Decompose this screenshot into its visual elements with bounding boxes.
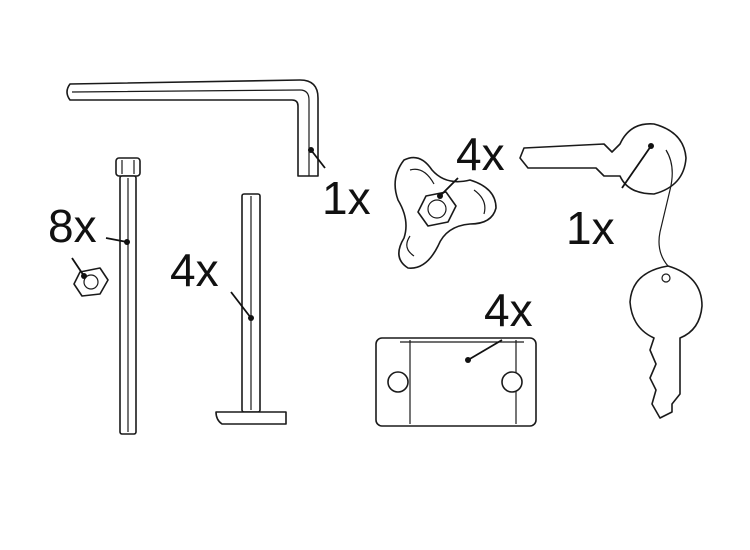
- bolt-leader-dot: [124, 239, 130, 245]
- t-pin-leader: [230, 291, 252, 319]
- knob-leader: [439, 177, 459, 197]
- nut-leader: [71, 257, 85, 277]
- plate-leader: [467, 339, 503, 361]
- hex-key-qty: 1x: [322, 172, 371, 224]
- t-pin-leader-dot: [248, 315, 254, 321]
- t-pin-qty: 4x: [170, 244, 219, 296]
- nut-part: [73, 267, 109, 297]
- knob-leader-dot: [437, 193, 443, 199]
- keys-leader-dot: [648, 143, 654, 149]
- hex-key-leader: [310, 149, 326, 169]
- hex-key-leader-dot: [308, 147, 314, 153]
- plate-leader-dot: [465, 357, 471, 363]
- nut-leader-dot: [81, 273, 87, 279]
- keys-qty: 1x: [566, 202, 615, 254]
- bolt-leader: [105, 237, 128, 243]
- plate-qty: 4x: [484, 284, 533, 336]
- mounting-plate-part: [375, 337, 537, 427]
- keys-leader: [621, 145, 652, 189]
- t-pin-part: [215, 193, 287, 425]
- hex-key-part: [66, 79, 319, 177]
- keys-part: [519, 123, 703, 419]
- bolt-qty: 8x: [48, 200, 97, 252]
- star-knob-part: [394, 156, 497, 269]
- bolt-part: [115, 157, 141, 435]
- knob-qty: 4x: [456, 128, 505, 180]
